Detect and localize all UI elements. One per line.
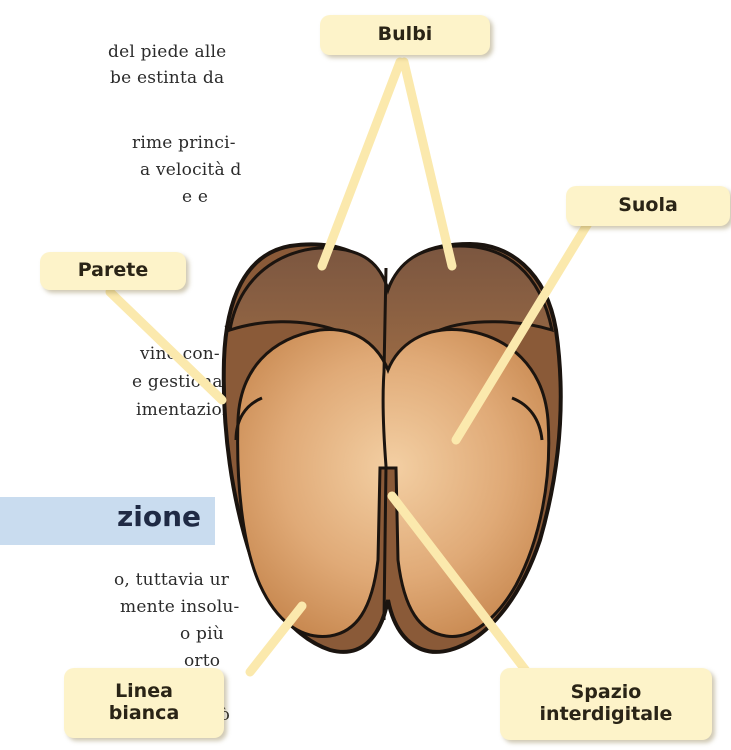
parete-pointer xyxy=(110,292,222,400)
label-bulbi-text: Bulbi xyxy=(378,24,433,46)
label-parete: Parete xyxy=(40,252,186,290)
bulbi-pointer-right xyxy=(404,62,452,266)
label-suola: Suola xyxy=(566,186,730,226)
label-linea-bianca: Linea bianca xyxy=(64,668,224,738)
label-spazio-line1: Spazio xyxy=(571,682,642,704)
label-linea-bianca-line1: Linea xyxy=(115,681,173,703)
label-linea-bianca-line2: bianca xyxy=(109,703,180,725)
label-bulbi: Bulbi xyxy=(320,15,490,55)
bulbi-pointer-left xyxy=(322,62,400,266)
label-suola-text: Suola xyxy=(618,195,678,217)
linea-bianca-pointer xyxy=(250,606,302,672)
label-parete-text: Parete xyxy=(78,260,148,282)
label-spazio-interdigitale: Spazio interdigitale xyxy=(500,668,712,740)
interdigital-cleft xyxy=(383,268,386,620)
label-spazio-line2: interdigitale xyxy=(540,704,673,726)
